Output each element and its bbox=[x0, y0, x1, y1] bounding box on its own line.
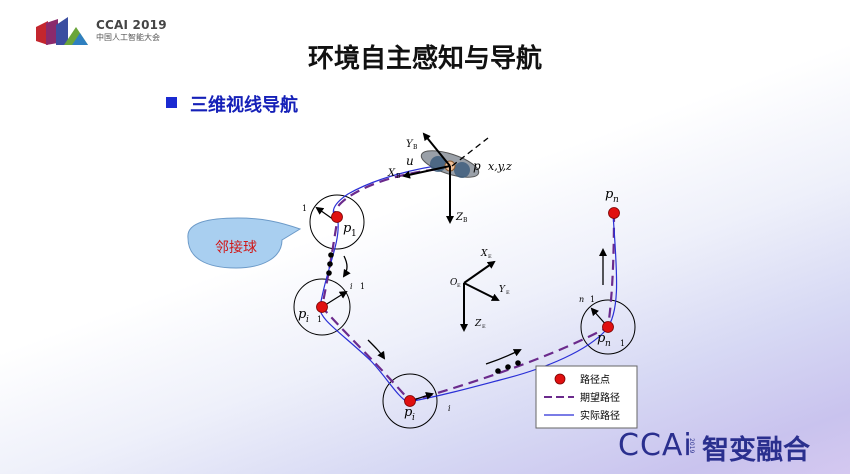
line-of-sight bbox=[451, 137, 489, 167]
sphere-pi1 bbox=[293, 278, 351, 336]
earth-y-label: Y bbox=[499, 285, 506, 295]
neighbor-sphere-callout: 邻接球 bbox=[187, 217, 302, 269]
path-arrow-1 bbox=[342, 255, 351, 278]
body-y-label: Y bbox=[406, 139, 414, 150]
logo-text: CCAI 2019 中国人工智能大会 bbox=[96, 18, 167, 42]
earth-x-axis bbox=[463, 260, 496, 284]
legend-waypoint-label: 路径点 bbox=[580, 373, 610, 386]
body-z-label: Z bbox=[455, 212, 464, 223]
body-z-sub: B bbox=[463, 217, 468, 224]
label-pi1-sub: i bbox=[306, 315, 309, 325]
ellipsis-dot bbox=[326, 270, 332, 276]
path-arrow-2 bbox=[367, 339, 386, 360]
ellipsis-dot bbox=[515, 360, 521, 366]
earth-o-label: O bbox=[450, 278, 458, 288]
path-arrow-3 bbox=[485, 349, 522, 365]
earth-z-sub: E bbox=[482, 324, 486, 330]
callout-text: 邻接球 bbox=[215, 239, 257, 256]
earth-x-sub: E bbox=[488, 254, 492, 260]
waypoint-pi1 bbox=[316, 301, 328, 313]
body-x-sub: B bbox=[396, 173, 401, 180]
label-pn1-sub: n bbox=[605, 339, 611, 349]
waypoint-pi bbox=[404, 395, 416, 407]
legend-box bbox=[535, 365, 638, 429]
earth-o-sub: E bbox=[457, 283, 461, 289]
legend-actual-label: 实际路径 bbox=[580, 409, 620, 422]
ellipsis-dot bbox=[495, 368, 501, 374]
slide-subtitle: 三维视线导航 bbox=[190, 95, 298, 116]
drone-coords-label: x,y,z bbox=[488, 160, 512, 173]
body-u-label: u bbox=[406, 154, 414, 168]
label-pi1: p bbox=[298, 307, 307, 322]
label-pi: p bbox=[404, 405, 413, 420]
body-x-axis bbox=[402, 165, 451, 179]
waypoint-pn bbox=[608, 207, 620, 219]
label-pn1-side-b: 1 bbox=[590, 295, 595, 304]
earth-z-label: Z bbox=[474, 319, 482, 329]
slide-title: 环境自主感知与导航 bbox=[307, 44, 542, 74]
earth-y-sub: E bbox=[506, 290, 510, 296]
brand-latin: CCAi bbox=[618, 428, 693, 463]
drone-rotor bbox=[454, 162, 470, 178]
legend-waypoint-marker bbox=[554, 373, 566, 385]
label-pn1-side-a: n bbox=[579, 295, 584, 304]
label-pi1-side-a: i bbox=[350, 282, 353, 291]
earth-x-label: X bbox=[480, 249, 488, 259]
label-p1: p bbox=[343, 221, 352, 236]
actual-path bbox=[319, 163, 618, 403]
ellipsis-dot bbox=[327, 261, 333, 267]
label-pn: p bbox=[605, 187, 614, 202]
waypoint-pn1 bbox=[602, 321, 614, 333]
brand-chinese: 智变融合 bbox=[702, 435, 810, 466]
body-x-label: X bbox=[387, 168, 396, 179]
earth-y-axis bbox=[463, 282, 500, 301]
label-pi1-sub2: 1 bbox=[317, 315, 322, 324]
ccai-logo bbox=[36, 17, 96, 53]
sphere-p1 bbox=[309, 194, 365, 250]
label-pi1-side-b: 1 bbox=[360, 282, 365, 291]
label-p1-side: 1 bbox=[302, 204, 307, 213]
legend-expected-label: 期望路径 bbox=[580, 391, 620, 404]
label-pn1-sub2: 1 bbox=[620, 339, 625, 348]
bullet-square bbox=[166, 97, 177, 108]
logo-title: CCAI 2019 bbox=[96, 18, 167, 32]
waypoint-p1 bbox=[331, 211, 343, 223]
drone-p-label: p bbox=[473, 159, 481, 173]
sphere-pn1 bbox=[580, 299, 636, 355]
label-pi-side: i bbox=[448, 404, 451, 413]
label-pi-sub: i bbox=[412, 413, 415, 423]
sphere-pi bbox=[382, 373, 438, 429]
label-pn-sub: n bbox=[613, 195, 619, 205]
logo-subtitle: 中国人工智能大会 bbox=[96, 32, 160, 42]
label-pn1: p bbox=[597, 331, 606, 346]
ellipsis-dot bbox=[328, 252, 334, 258]
body-y-sub: B bbox=[413, 144, 418, 151]
ellipsis-dot bbox=[505, 364, 511, 370]
brand-year: 2019 bbox=[688, 438, 695, 454]
body-y-axis bbox=[422, 132, 451, 167]
legend: 路径点 期望路径 实际路径 bbox=[535, 365, 638, 429]
label-p1-sub: 1 bbox=[351, 229, 357, 239]
